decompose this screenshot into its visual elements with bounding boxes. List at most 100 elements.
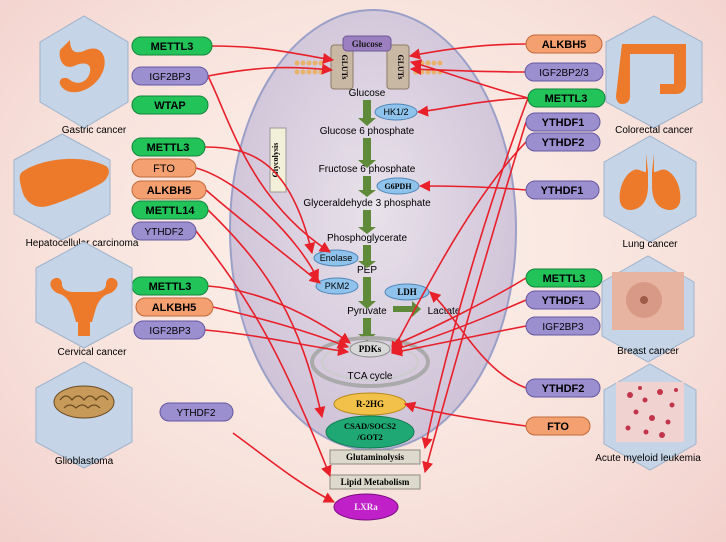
reg-right-4-label: YTHDF2 [542,137,585,149]
cancer-lung: Lung cancer [622,239,678,250]
enzyme-enolase [313,249,359,267]
metabolite-g6p: Glucose 6 phosphate [320,126,415,137]
reg-right-10-label: FTO [547,421,569,433]
metabolite-glucose: Glucose [349,88,386,99]
csad-node [325,415,415,449]
reg-right-4 [525,132,601,152]
uterus-icon [50,277,118,322]
hex-breast [601,255,695,363]
hex-glioblastoma [35,361,133,469]
lxra-label: LXRa [354,502,378,512]
reg-left-5-label: ALKBH5 [147,185,192,197]
reg-left-4 [131,158,197,178]
reg-left-10-label: IGF2BP3 [149,326,191,337]
glucose-top-box [342,35,392,52]
colon-icon [616,44,686,104]
reg-right-6-label: METTL3 [543,273,586,285]
glutaminolysis-label: Glutaminolysis [346,452,405,462]
enzyme-ldh-label: LDH [397,287,417,297]
cancer-aml: Acute myeloid leukemia [595,453,701,464]
reg-left-5 [131,180,207,200]
enzyme-g6pdh-label: G6PDH [384,182,412,191]
enzyme-pkm2 [315,277,359,295]
reg-left-7 [131,221,197,241]
reg-left-11 [159,402,234,422]
tca-label: TCA cycle [347,371,392,382]
reg-left-0 [131,36,213,56]
reg-right-5 [525,180,600,200]
regulators-right: ALKBH5 IGF2BP2/3 METTL3 YTHDF1 YTHDF2 YT… [524,34,606,436]
enzyme-ldh [384,283,430,301]
regulators-left: METTL3 IGF2BP3 WTAP METTL3 FTO ALKBH5 ME… [131,36,234,422]
glut-right: GLUTs [386,44,410,90]
reg-left-1-label: IGF2BP3 [149,72,191,83]
reg-right-2-label: METTL3 [545,93,588,105]
reg-right-9-label: YTHDF2 [542,383,585,395]
lungs-icon [619,154,681,210]
regulatory-arrows [195,43,529,503]
metabolite-pyruvate: Pyruvate [347,306,387,317]
reg-left-7-label: YTHDF2 [145,227,184,238]
reg-right-7 [525,290,601,310]
hex-gastric [39,15,129,129]
liver-icon [19,158,109,207]
r2hg-label: R-2HG [356,399,384,409]
reg-left-0-label: METTL3 [151,41,194,53]
reg-left-6-label: METTL14 [146,205,196,217]
cancer-cervical: Cervical cancer [58,347,128,358]
reg-left-1 [131,66,209,86]
brain-icon [53,385,115,419]
enzyme-enolase-label: Enolase [320,253,353,263]
reg-right-5-label: YTHDF1 [541,185,584,197]
reg-left-11-label: YTHDF2 [177,408,216,419]
enzyme-hk-label: HK1/2 [383,107,408,117]
reg-left-9-label: ALKBH5 [152,302,197,314]
enzyme-pdks [349,340,391,358]
cancer-glioblastoma: Glioblastoma [55,456,114,467]
hex-cervical [35,241,133,349]
enzyme-pkm2-label: PKM2 [325,281,350,291]
metabolite-g3p: Glyceraldehyde 3 phosphate [303,198,431,209]
reg-right-0-label: ALKBH5 [542,39,587,51]
reg-right-10 [525,416,591,436]
reg-left-3-label: METTL3 [147,142,190,154]
cancer-breast: Breast cancer [617,346,679,357]
metabolite-phosphoglycerate: Phosphoglycerate [327,233,407,244]
hex-colorectal [605,15,703,129]
csad-label-1: CSAD/SOCS2 [344,421,396,431]
reg-left-8-label: METTL3 [149,281,192,293]
hex-aml [603,363,697,471]
reg-right-9 [525,378,601,398]
reg-left-9 [135,297,214,317]
glutaminolysis-box [329,449,421,465]
lipid-box [329,474,421,490]
reg-left-2 [131,95,209,115]
reg-right-8 [525,316,601,336]
csad-label-2: /GOT2 [356,432,383,442]
glycolysis-label: Glycolysis [271,143,280,178]
enzyme-pdks-label: PDKs [359,344,382,354]
glut-left-label: GLUTs [340,54,349,79]
reg-left-3 [131,137,206,157]
tca-cycle-ring [310,336,430,388]
reg-right-7-label: YTHDF1 [542,295,585,307]
skin-rash-icon [616,382,684,442]
reg-left-4-label: FTO [153,163,175,175]
metabolite-f6p: Fructose 6 phosphate [319,164,416,175]
reg-right-1 [524,62,604,82]
cancer-colorectal: Colorectal cancer [615,125,693,136]
reg-right-2 [527,88,606,108]
lxra-node [333,493,399,521]
glut-right-label: GLUTs [396,54,405,79]
metabolite-lactate: Lactate [428,306,461,317]
reg-left-10 [133,320,206,340]
reg-right-1-label: IGF2BP2/3 [539,68,589,79]
metabolite-pep: PEP [357,265,377,276]
reg-left-2-label: WTAP [154,100,186,112]
stomach-icon [59,40,105,93]
glycolysis-box [269,127,287,193]
hex-hcc [13,133,111,241]
reg-right-6 [525,268,603,288]
